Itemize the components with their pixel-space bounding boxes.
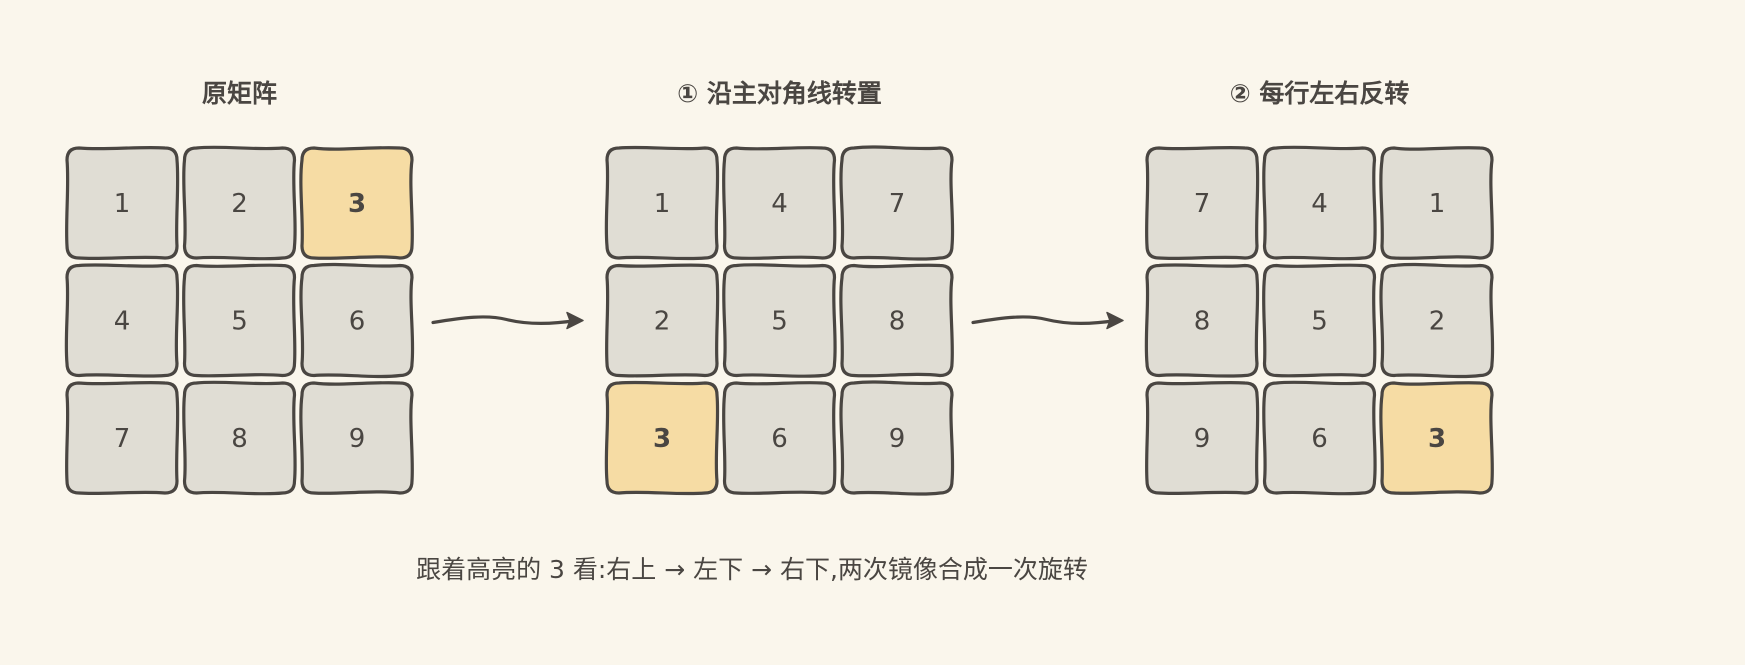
cell-box [1262,380,1377,496]
panels: 原矩阵 1 2 3 4 5 6 7 8 9 ① 沿主对角线转置 1 4 7 2 5 8 3 6 9 ② 每行左右反转 7 4… [64,79,1495,496]
cell-value: 8 [231,424,248,454]
matrix-cell: 7 [64,380,180,496]
cell-value: 5 [231,307,248,337]
cell-box [1262,263,1377,378]
cell-value: 3 [348,189,366,219]
cell-box [299,262,415,379]
cell-value: 4 [771,189,788,219]
cell-box [182,380,297,496]
matrix-cell: 9 [299,381,414,495]
cell-box [1144,380,1260,496]
caption: 跟着高亮的 3 看:右上 → 左下 → 右下,两次镜像合成一次旋转 [416,555,1088,584]
matrix-cell: 2 [604,263,720,378]
cell-box [64,380,180,496]
cell-box [839,380,955,496]
matrix-cell-highlighted: 3 [299,146,414,260]
matrix-cell: 1 [604,145,720,261]
cell-box [604,263,720,378]
matrix-cell: 8 [1144,263,1260,378]
cell-box [299,381,414,495]
cell-value: 7 [889,189,906,219]
cell-box [839,145,955,261]
cell-value: 5 [1311,307,1328,337]
matrix-cell: 8 [839,263,954,378]
matrix-cell: 6 [722,381,837,495]
reverse-arrow [971,311,1124,330]
cell-value: 2 [1429,307,1446,337]
cell-box [182,263,297,378]
cell-box [1262,145,1377,261]
matrix-cell: 7 [839,145,955,261]
panel-title: ② 每行左右反转 [1230,79,1410,108]
cell-value: 8 [889,307,906,337]
cell-value: 2 [654,307,671,337]
arrow-line [971,315,1118,325]
cell-value: 5 [771,307,788,337]
cell-value: 7 [1194,189,1211,219]
matrix-cell: 4 [1262,145,1377,261]
cell-value: 3 [1428,424,1446,454]
matrix-cell: 5 [722,263,837,378]
cell-box [722,381,837,495]
matrix-cell: 1 [64,145,180,261]
cell-box [604,380,720,496]
panel-1: 原矩阵 1 2 3 4 5 6 7 8 9 [64,79,415,496]
cell-box [604,145,720,261]
matrix-cell: 2 [182,145,297,261]
cell-box [1144,263,1260,378]
arrow-head [566,311,584,330]
matrix-cell: 5 [182,263,297,378]
cell-box [1144,145,1260,261]
cell-value: 9 [889,424,906,454]
cell-box [839,263,954,378]
matrix-cell: 1 [1379,146,1494,260]
cell-box [722,263,837,378]
cell-value: 9 [1194,424,1211,454]
cell-value: 4 [114,307,131,337]
arrow-head [1106,311,1124,330]
matrix-cell: 5 [1262,263,1377,378]
cell-value: 2 [231,189,248,219]
cell-value: 1 [1429,189,1446,219]
arrow-line [431,315,578,325]
cell-box [1379,262,1495,379]
cell-box [64,145,180,261]
cell-value: 3 [653,424,671,454]
cell-value: 8 [1194,307,1211,337]
matrix-cell: 6 [1262,380,1377,496]
cell-box [64,263,180,378]
cell-value: 1 [654,189,671,219]
matrix-cell: 4 [722,146,837,260]
cell-value: 1 [114,189,131,219]
panel-3: ② 每行左右反转 7 4 1 8 5 2 9 6 3 [1144,79,1495,496]
matrix-cell: 6 [299,262,415,379]
transpose-arrow [431,311,584,330]
matrix-cell: 9 [1144,380,1260,496]
matrix-cell: 7 [1144,145,1260,261]
cell-value: 6 [349,307,366,337]
matrix-cell-highlighted: 3 [1379,381,1494,495]
cell-box [1379,381,1494,495]
panel-title: ① 沿主对角线转置 [677,79,882,108]
matrix-cell-highlighted: 3 [604,380,720,496]
arrows [431,311,1124,330]
cell-value: 6 [1311,424,1328,454]
cell-value: 4 [1311,189,1328,219]
cell-box [1379,146,1494,260]
cell-box [722,146,837,260]
cell-box [299,146,414,260]
cell-value: 7 [114,424,131,454]
cell-box [182,145,297,261]
matrix-cell: 4 [64,263,180,378]
cell-value: 9 [349,424,366,454]
matrix-cell: 2 [1379,262,1495,379]
matrix-cell: 9 [839,380,955,496]
panel-title: 原矩阵 [202,79,277,108]
cell-value: 6 [771,424,788,454]
matrix-cell: 8 [182,380,297,496]
panel-2: ① 沿主对角线转置 1 4 7 2 5 8 3 6 9 [604,79,955,496]
